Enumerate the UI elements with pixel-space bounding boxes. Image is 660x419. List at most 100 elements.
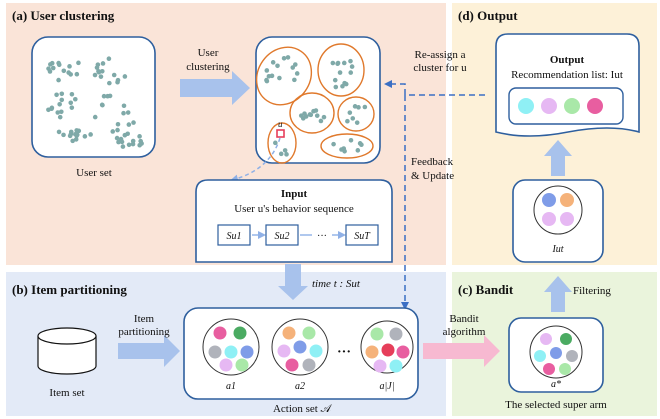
panel-title-user-clustering: (a) User clustering <box>12 8 115 23</box>
clustered-user-dot <box>285 55 291 60</box>
item-dot-a2 <box>277 344 291 358</box>
clustered-user-dot <box>335 60 341 66</box>
user-dot <box>114 135 120 141</box>
user-dot <box>69 91 75 97</box>
user-dot <box>68 72 74 77</box>
user-dot <box>95 62 101 67</box>
clustered-users-box <box>255 36 381 164</box>
item-dot-a2 <box>302 358 316 372</box>
reassign-dashed-arrow <box>384 80 485 96</box>
clustered-user-dot <box>348 70 354 75</box>
clustered-user-dot <box>292 77 297 83</box>
user-dot <box>73 96 78 102</box>
feedback-label-1: Feedback <box>411 156 454 168</box>
filtering-arrow <box>544 276 572 312</box>
user-dot <box>47 69 53 74</box>
clustered-user-dot <box>343 81 349 87</box>
user-set-box <box>31 36 156 158</box>
bandit-algorithm-arrow <box>423 335 500 367</box>
clustered-user-dot <box>359 142 364 147</box>
user-dot <box>92 72 98 78</box>
time-label: time t : Sut <box>312 278 361 290</box>
cluster-2 <box>317 43 365 97</box>
item-dot-a1 <box>235 358 249 372</box>
user-dot <box>110 129 116 134</box>
cluster-4 <box>337 96 375 132</box>
panel-title-bandit: (c) Bandit <box>458 282 514 297</box>
user-dot <box>98 74 104 79</box>
clustered-user-dot <box>340 83 345 89</box>
iut-dot <box>542 212 556 226</box>
clustered-user-dot <box>269 73 275 79</box>
user-dot <box>126 142 132 148</box>
clustered-user-dot <box>282 148 288 153</box>
clustered-user-dot <box>264 68 270 73</box>
item-partitioning-label-2: partitioning <box>118 326 170 338</box>
clustered-user-dot <box>347 110 353 115</box>
user-dot <box>137 134 142 139</box>
item-set-label: Item set <box>49 387 84 399</box>
user-dot <box>59 97 65 103</box>
time-arrow <box>278 264 308 300</box>
recommendation-dot <box>564 98 580 114</box>
clustered-user-dot <box>277 75 282 81</box>
clustered-user-dot <box>281 56 287 61</box>
user-dot <box>73 137 79 142</box>
clustered-user-dot <box>298 113 304 118</box>
cluster-outlines <box>255 43 375 164</box>
iut-dots <box>542 193 574 226</box>
item-partitioning-label-1: Item <box>134 313 155 325</box>
clustered-user-dot <box>341 60 347 66</box>
sequence-box-1 <box>217 224 251 246</box>
action-item-dots <box>208 326 410 373</box>
user-dot <box>115 127 120 133</box>
user-dot <box>111 72 117 78</box>
action-a2-label: a2 <box>295 381 305 392</box>
user-dot <box>130 141 136 147</box>
clustered-user-dot <box>307 112 313 117</box>
user-dot <box>121 103 127 109</box>
highlighted-user <box>276 129 285 138</box>
super-arm-dot <box>560 333 572 345</box>
cluster-3 <box>289 92 335 134</box>
sequence-box-2 <box>265 224 299 246</box>
clustered-user-dot <box>354 120 360 125</box>
clustered-user-dot <box>270 60 276 65</box>
user-dot <box>122 132 128 138</box>
cluster-5 <box>267 122 297 164</box>
user-dot <box>115 121 121 127</box>
item-partitioning-arrow <box>118 335 180 367</box>
super-arm-label: a* <box>551 379 561 390</box>
reassign-label-1: Re-assign a <box>414 49 465 61</box>
iut-label: Iut <box>551 244 563 255</box>
clustered-user-dot <box>273 140 278 146</box>
user-dot <box>138 138 143 144</box>
clustered-user-dot <box>275 63 280 69</box>
user-dot <box>61 132 66 138</box>
feedback-label-2: & Update <box>411 170 454 182</box>
clustered-user-dot <box>321 114 327 120</box>
user-dot <box>48 62 53 67</box>
user-dot <box>125 110 131 115</box>
filtering-label: Filtering <box>573 285 611 297</box>
clustered-user-dot <box>348 58 353 64</box>
recommendation-dot <box>541 98 557 114</box>
item-set-cylinder <box>37 327 97 375</box>
clustered-user-dot <box>337 70 343 75</box>
recommendation-label: Recommendation list: Iut <box>511 69 623 81</box>
super-arm-dot <box>550 347 562 359</box>
input-subtitle: User u's behavior sequence <box>234 203 354 215</box>
user-dot <box>67 133 73 139</box>
item-dot-alast <box>389 359 403 373</box>
user-dot <box>46 107 51 113</box>
user-dot <box>57 101 62 107</box>
user-dot <box>55 110 61 115</box>
user-dot <box>137 142 142 148</box>
recommendation-dots <box>518 98 603 114</box>
user-dot <box>70 138 75 144</box>
user-clustering-label-1: User <box>198 47 219 59</box>
user-dot <box>54 92 59 98</box>
user-dot <box>126 122 132 127</box>
user-dot <box>59 109 64 115</box>
user-dot <box>68 100 74 106</box>
